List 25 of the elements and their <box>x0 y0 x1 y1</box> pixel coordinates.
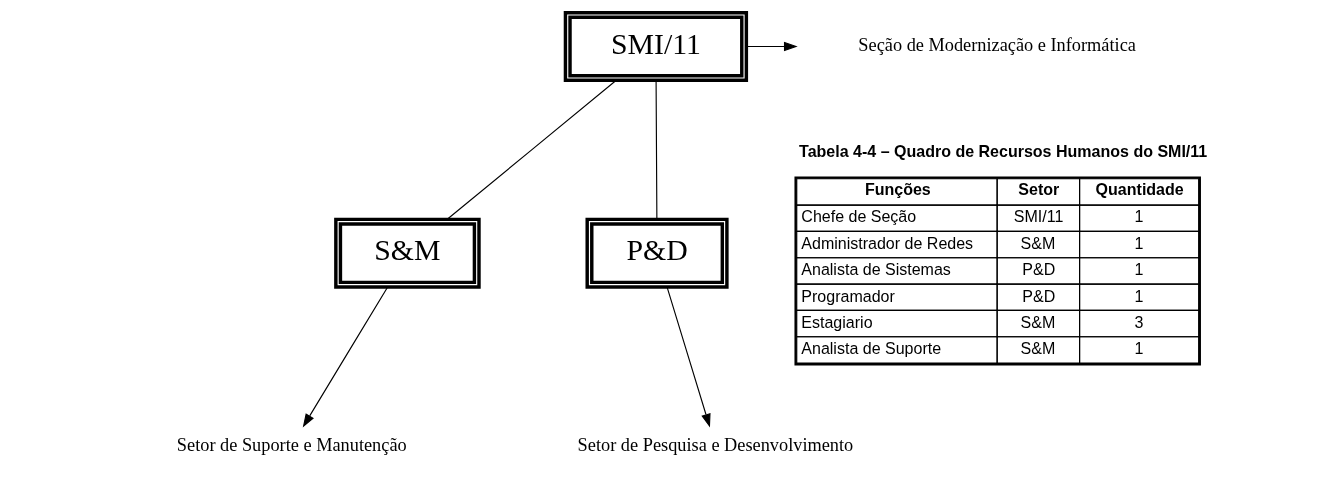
label: Analista de Sistemas <box>800 260 951 279</box>
node-text: Setor de Suporte e Manutenção <box>176 435 407 456</box>
label: S&M <box>1020 339 1055 358</box>
label: Estagiario <box>800 312 873 331</box>
label: Programador <box>800 286 895 305</box>
label: S&M <box>1020 312 1055 331</box>
label: 1 <box>1134 260 1143 279</box>
node-text: Setor de Pesquisa e Desenvolvimento <box>577 435 853 456</box>
label: S&M <box>1020 233 1055 252</box>
label: Setor <box>1017 180 1059 198</box>
label: 3 <box>1134 312 1143 331</box>
label: Analista de Suporte <box>800 339 941 358</box>
label: 1 <box>1134 286 1143 305</box>
label: Quantidade <box>1095 180 1184 198</box>
label: Chefe de Seção <box>800 207 916 226</box>
label: Funções <box>864 180 931 198</box>
node-text: Seção de Modernização e Informática <box>857 34 1136 55</box>
label: 1 <box>1134 339 1143 358</box>
label: P&D <box>1021 260 1055 279</box>
label: 1 <box>1134 233 1143 252</box>
label: Administrador de Redes <box>800 233 973 252</box>
label: P&D <box>1021 286 1055 305</box>
label: Tabela 4-4 – Quadro de Recursos Humanos do SMI/11 <box>798 142 1207 161</box>
label: 1 <box>1134 207 1143 226</box>
label: SMI/11 <box>1013 207 1063 226</box>
